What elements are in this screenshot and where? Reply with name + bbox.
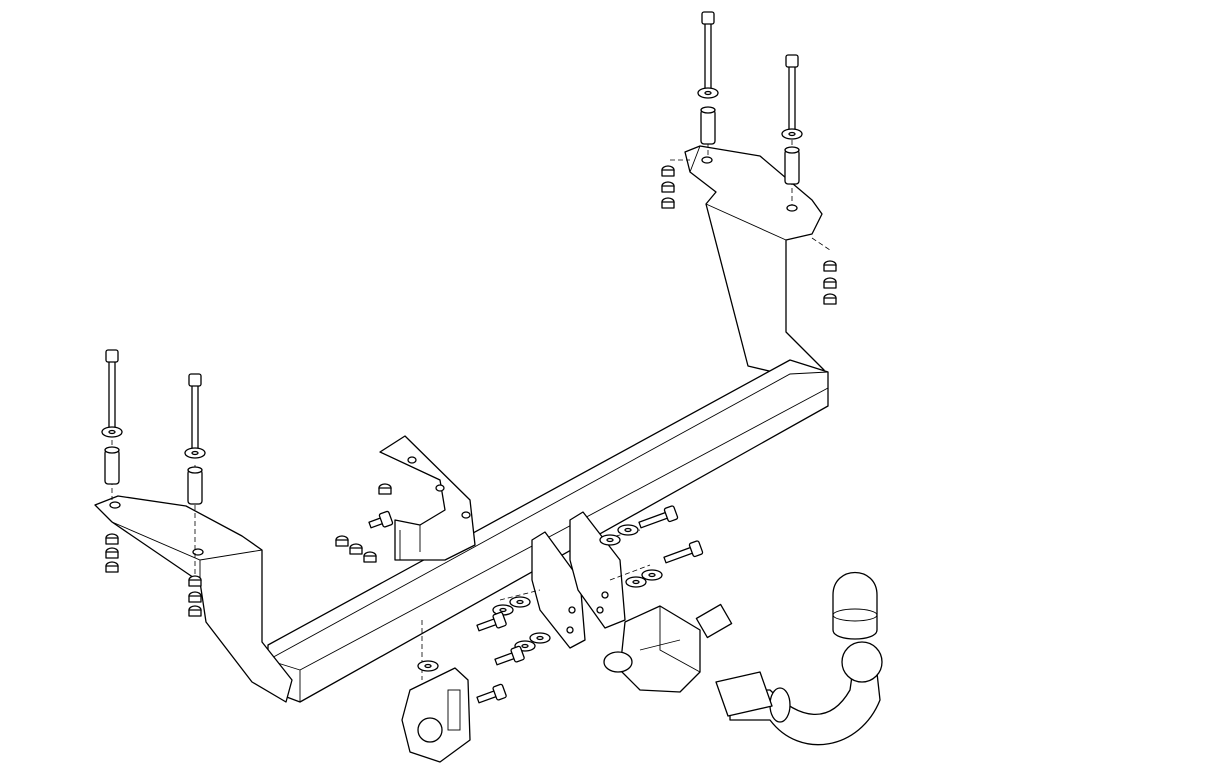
hex-nut — [105, 561, 119, 573]
electrical-socket — [603, 603, 733, 693]
hex-nut — [823, 293, 837, 305]
vertical-bolt — [701, 11, 715, 95]
horizontal-bolt — [476, 611, 507, 632]
washer — [697, 87, 719, 99]
hex-nut — [661, 165, 675, 177]
spacer-tube — [700, 106, 716, 145]
hex-nut — [188, 575, 202, 587]
washer — [625, 576, 647, 588]
horizontal-bolt — [638, 505, 679, 529]
hex-nut — [188, 591, 202, 603]
vertical-bolt — [785, 54, 799, 136]
hex-nut — [105, 533, 119, 545]
hex-nut — [349, 543, 363, 555]
horizontal-bolt — [663, 540, 704, 564]
spacer-tube — [104, 446, 120, 485]
horizontal-bolt — [368, 510, 394, 529]
washer — [617, 524, 639, 536]
hex-nut — [661, 197, 675, 209]
hex-nut — [188, 605, 202, 617]
hex-nut — [823, 260, 837, 272]
washer — [184, 447, 206, 459]
hitch-mounting-plates — [531, 511, 626, 649]
hex-nut — [378, 483, 392, 495]
hex-nut — [823, 277, 837, 289]
horizontal-bolt — [494, 645, 525, 666]
tow-ball-assembly — [715, 641, 883, 746]
washer — [529, 632, 551, 644]
vertical-bolt — [188, 373, 202, 453]
spacer-tube — [784, 146, 800, 185]
hex-nut — [335, 535, 349, 547]
hex-nut — [105, 547, 119, 559]
washer — [492, 604, 514, 616]
hex-nut — [661, 181, 675, 193]
vertical-bolt — [105, 349, 119, 433]
right-mounting-bracket — [684, 145, 825, 377]
main-crossbar — [267, 359, 829, 703]
washer — [599, 534, 621, 546]
washer — [509, 596, 531, 608]
washer — [101, 426, 123, 438]
washer — [641, 569, 663, 581]
washer — [781, 128, 803, 140]
hex-nut — [363, 551, 377, 563]
socket-mounting-plate — [401, 667, 471, 763]
washer — [417, 660, 439, 672]
spacer-tube — [187, 466, 203, 505]
tow-ball-cap — [832, 572, 878, 640]
centre-support-bracket — [379, 435, 476, 561]
horizontal-bolt — [476, 683, 507, 704]
